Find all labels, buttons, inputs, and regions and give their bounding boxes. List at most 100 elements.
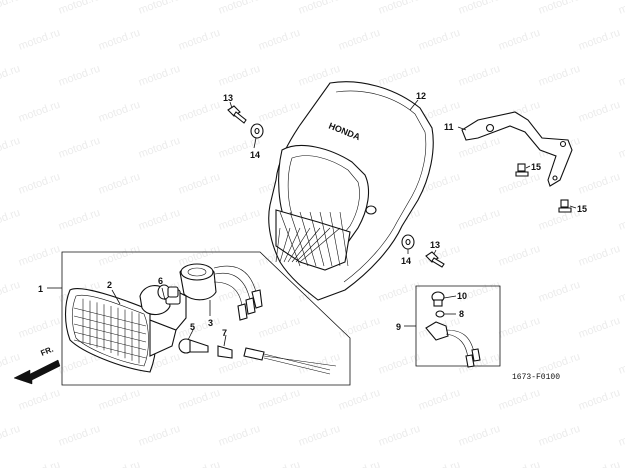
watermark-text: motod.ru xyxy=(497,27,542,53)
watermark-text: motod.ru xyxy=(617,0,625,17)
watermark-text: motod.ru xyxy=(377,351,422,377)
watermark-text: motod.ru xyxy=(0,207,22,233)
watermark-text: motod.ru xyxy=(577,27,622,53)
watermark-text: motod.ru xyxy=(0,279,22,305)
position-bulb xyxy=(157,284,179,300)
watermark-text: motod.ru xyxy=(137,135,182,161)
position-lamp-socket-8 xyxy=(435,310,445,318)
watermark-text: motod.ru xyxy=(257,27,302,53)
callout-5: 5 xyxy=(190,322,195,332)
headlight-cowl: HONDA xyxy=(268,81,434,301)
watermark-text: motod.ru xyxy=(577,171,622,197)
callout-15-upper: 15 xyxy=(531,162,541,172)
watermark-text: motod.ru xyxy=(137,207,182,233)
watermark-text: motod.ru xyxy=(337,387,382,413)
headlight-assembly-frame xyxy=(61,251,351,386)
watermark-text: motod.ru xyxy=(97,387,142,413)
watermark-text: motod.ru xyxy=(297,0,342,17)
watermark-text: motod.ru xyxy=(457,0,502,17)
watermark-text: motod.ru xyxy=(577,99,622,125)
callout-6: 6 xyxy=(158,276,163,286)
callout-labels: 1 2 3 5 6 7 8 9 10 11 12 13 13 14 14 15 … xyxy=(38,91,587,338)
washer-14-upper xyxy=(250,123,264,139)
washer-14-lower xyxy=(401,234,415,250)
watermark-text: motod.ru xyxy=(617,351,625,377)
watermark-text: motod.ru xyxy=(417,27,462,53)
headlight-wire-harness xyxy=(243,347,337,375)
mounting-bracket xyxy=(461,111,573,187)
bolt-13-lower xyxy=(425,251,445,268)
cowl-grille xyxy=(275,209,351,271)
watermark-text: motod.ru xyxy=(177,459,222,468)
front-direction-label: FR. xyxy=(39,345,54,358)
watermark-text: motod.ru xyxy=(377,423,422,449)
watermark-text: motod.ru xyxy=(577,243,622,269)
watermark-text: motod.ru xyxy=(537,423,582,449)
watermark-text: motod.ru xyxy=(337,315,382,341)
callout-9: 9 xyxy=(396,322,401,332)
watermark-text: motod.ru xyxy=(17,315,62,341)
watermark-text: motod.ru xyxy=(17,243,62,269)
diagram-code: 1673-F0100 xyxy=(512,373,560,382)
pilot-socket xyxy=(217,345,233,359)
watermark-text: motod.ru xyxy=(577,459,622,468)
watermark-text: motod.ru xyxy=(0,423,22,449)
watermark-text: motod.ru xyxy=(57,135,102,161)
position-lamp-bulb-10 xyxy=(431,291,445,307)
watermark-text: motod.ru xyxy=(17,99,62,125)
callout-8: 8 xyxy=(459,309,464,319)
watermark-text: motod.ru xyxy=(377,0,422,17)
watermark-text: motod.ru xyxy=(457,63,502,89)
watermark-text: motod.ru xyxy=(17,171,62,197)
watermark-text: motod.ru xyxy=(137,63,182,89)
watermark-text: motod.ru xyxy=(57,0,102,17)
watermark-text: motod.ru xyxy=(57,423,102,449)
watermark-text: motod.ru xyxy=(617,207,625,233)
callout-13-lower: 13 xyxy=(430,240,440,250)
watermark-text: motod.ru xyxy=(497,315,542,341)
watermark-text: motod.ru xyxy=(257,99,302,125)
watermark-text: motod.ru xyxy=(337,459,382,468)
callout-leaders xyxy=(47,99,577,347)
front-direction-arrow-icon xyxy=(13,359,61,385)
callout-13-upper: 13 xyxy=(223,93,233,103)
callout-7: 7 xyxy=(222,328,227,338)
watermark-text: motod.ru xyxy=(97,99,142,125)
position-lamp-wiring xyxy=(425,321,481,368)
callout-2: 2 xyxy=(107,280,112,290)
watermark-text: motod.ru xyxy=(97,27,142,53)
watermark-text: motod.ru xyxy=(537,0,582,17)
watermark-text: motod.ru xyxy=(297,423,342,449)
watermark-text: motod.ru xyxy=(497,243,542,269)
watermark-text: motod.ru xyxy=(417,387,462,413)
callout-14-upper: 14 xyxy=(250,150,260,160)
position-lamp-subassembly-frame xyxy=(415,285,501,367)
watermark-text: motod.ru xyxy=(617,279,625,305)
watermark-text: motod.ru xyxy=(217,0,262,17)
watermark-text: motod.ru xyxy=(0,135,22,161)
watermark-text: motod.ru xyxy=(177,27,222,53)
headlight-socket xyxy=(179,263,263,321)
watermark-text: motod.ru xyxy=(497,387,542,413)
watermark-text: motod.ru xyxy=(57,63,102,89)
watermark-text: motod.ru xyxy=(377,63,422,89)
callout-11: 11 xyxy=(444,122,454,132)
watermark-text: motod.ru xyxy=(97,243,142,269)
screw-15-lower xyxy=(558,199,572,213)
watermark-text: motod.ru xyxy=(337,27,382,53)
watermark-text: motod.ru xyxy=(177,387,222,413)
callout-1: 1 xyxy=(38,284,43,294)
callout-3: 3 xyxy=(208,318,213,328)
watermark-text: motod.ru xyxy=(257,387,302,413)
watermark-text: motod.ru xyxy=(17,459,62,468)
watermark-text: motod.ru xyxy=(537,279,582,305)
watermark-text: motod.ru xyxy=(57,207,102,233)
watermark-text: motod.ru xyxy=(0,351,22,377)
callout-14-lower: 14 xyxy=(401,256,411,266)
callout-12: 12 xyxy=(416,91,426,101)
watermark-text: motod.ru xyxy=(177,99,222,125)
pilot-bulb xyxy=(178,338,209,354)
watermark-text: motod.ru xyxy=(617,63,625,89)
watermark-text: motod.ru xyxy=(0,0,22,17)
